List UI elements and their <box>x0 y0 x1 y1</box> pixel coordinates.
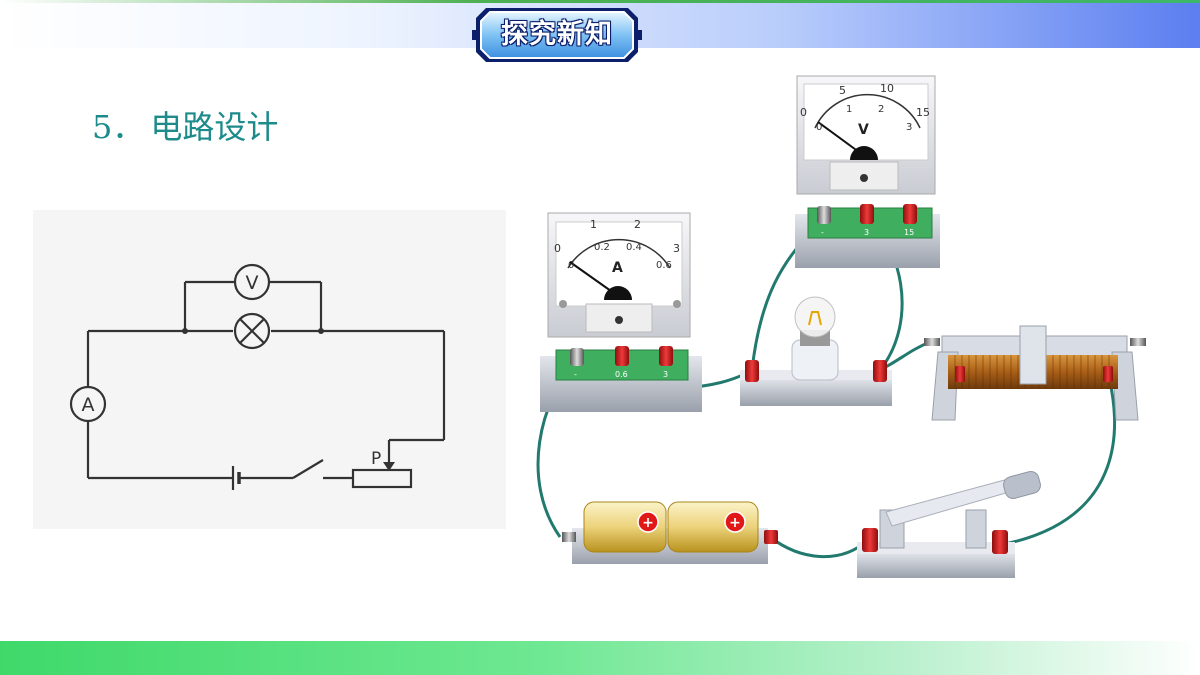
voltmeter-terminal-label-15: 15 <box>904 228 914 237</box>
battery-symbol <box>231 466 241 490</box>
ammeter-device: 0 1 2 3 0 0.2 0.4 0.6 A - 0.6 3 <box>540 212 702 412</box>
rheostat-slider-label: P <box>371 449 381 469</box>
voltmeter-15-terminal <box>903 204 917 224</box>
voltmeter-scale-10: 10 <box>880 82 894 95</box>
battery-negative-terminal <box>562 532 576 542</box>
title-badge-frame <box>472 8 642 62</box>
section-number: 5． <box>92 108 145 146</box>
ammeter-3-terminal <box>659 346 673 366</box>
ammeter-scale-0: 0 <box>554 242 561 255</box>
voltmeter-subscale-1: 1 <box>846 104 852 115</box>
voltmeter-3-terminal <box>860 204 874 224</box>
section-heading: 5．电路设计 <box>92 102 278 148</box>
section-badge-title: 探究新知 <box>501 19 613 50</box>
voltmeter-subscale-2: 2 <box>878 104 884 115</box>
ammeter-subscale-1: 0.2 <box>594 242 610 253</box>
lamp-symbol <box>233 312 271 350</box>
voltmeter-subscale-3: 3 <box>906 122 912 133</box>
ammeter-subscale-3: 0.6 <box>656 260 672 271</box>
switch-handle <box>1003 471 1041 499</box>
rheostat-slider-arrow <box>383 462 395 471</box>
ammeter-terminal-label-3: 3 <box>663 370 668 379</box>
voltmeter-terminal-label-neg: - <box>821 228 824 237</box>
voltmeter-scale-15: 15 <box>916 106 930 119</box>
junction-node-left <box>182 328 188 334</box>
ammeter-subscale-2: 0.4 <box>626 242 642 253</box>
lamp-right-terminal <box>873 360 887 382</box>
ammeter-scale-2: 2 <box>634 218 641 231</box>
battery-cell-2-positive-mark: + <box>729 515 741 531</box>
voltmeter-terminal-label-3: 3 <box>864 228 869 237</box>
section-title: 电路设计 <box>150 108 279 146</box>
battery-positive-terminal <box>764 530 778 544</box>
rheostat-slider <box>1019 325 1047 385</box>
junction-node-right <box>318 328 324 334</box>
bottom-banner <box>0 641 1200 675</box>
ammeter-symbol-label: A <box>82 394 95 416</box>
voltmeter-negative-terminal <box>817 206 831 224</box>
lamp-device <box>740 296 892 406</box>
switch-device <box>857 471 1041 578</box>
rheostat-symbol <box>351 468 413 489</box>
voltmeter-scale-5: 5 <box>839 84 846 97</box>
circuit-schematic-panel: P V A <box>33 210 506 529</box>
voltmeter-subscale-0: 0 <box>816 122 822 133</box>
ammeter-unit-label: A <box>612 260 623 276</box>
circuit-schematic: P V A <box>69 263 446 490</box>
voltmeter-device: 0 5 10 15 0 1 2 3 V - 3 15 <box>795 75 940 268</box>
ammeter-terminal-label-06: 0.6 <box>615 370 628 379</box>
lamp-left-terminal <box>745 360 759 382</box>
rheostat-left-terminal <box>955 366 965 382</box>
battery-cell-1-positive-mark: + <box>642 515 654 531</box>
voltmeter-symbol <box>233 263 271 301</box>
ammeter-scale-1: 1 <box>590 218 597 231</box>
switch-right-terminal <box>992 530 1008 554</box>
ammeter-0-6-terminal <box>615 346 629 366</box>
rheostat-device <box>924 325 1146 421</box>
voltmeter-scale-0: 0 <box>800 106 807 119</box>
battery-device: + + <box>562 501 778 564</box>
voltmeter-symbol-label: V <box>246 272 259 294</box>
ammeter-terminal-label-neg: - <box>574 370 577 379</box>
ammeter-scale-3: 3 <box>673 242 680 255</box>
ammeter-negative-terminal <box>570 348 584 366</box>
ammeter-symbol <box>69 385 107 423</box>
ammeter-subscale-0: 0 <box>568 260 574 271</box>
switch-left-terminal <box>862 528 878 552</box>
rheostat-right-terminal <box>1103 366 1113 382</box>
voltmeter-unit-label: V <box>858 122 869 138</box>
